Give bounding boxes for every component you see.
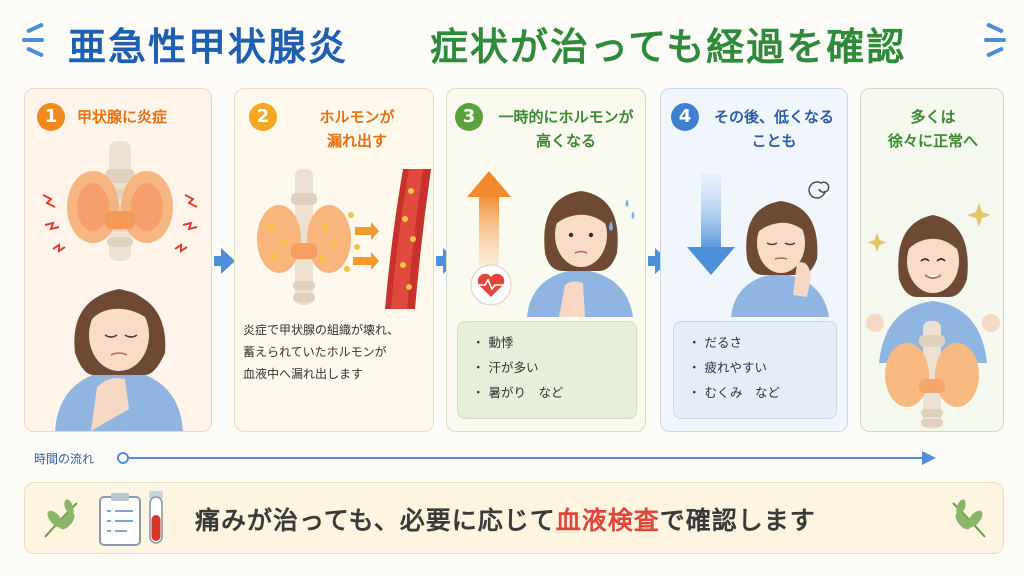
step-title-line: その後、低くなる [713,108,834,126]
banner-text-after: で確認します [659,506,816,535]
hormone-high-illustration [467,171,635,317]
flow-arrow-icon [221,248,235,274]
dizzy-swirl-icon [808,181,830,199]
banner-text-before: 痛みが治っても、必要に応じて [195,506,556,535]
timeline-arrow-icon [922,451,936,465]
decor-dash-icon [985,22,1005,34]
page-title-message: 症状が治っても経過を確認 [430,25,907,69]
step-number-badge: 3 [455,103,483,131]
decor-dash-icon [25,46,45,58]
leaf-icon [952,499,986,538]
step-description: 炎症で甲状腺の組織が壊れ、 蓄えられていたホルモンが 血液中へ漏れ出します [243,319,427,385]
flow-arrow-shaft [214,256,222,266]
step-title-line: 多くは [910,108,956,126]
thyroid-normal-icon [885,321,979,429]
thyroid-inflamed-icon [42,141,198,431]
symptom-list: ・ だるさ ・ 疲れやすい ・ むくみ など [673,321,837,419]
woman-throat-pain-icon [55,289,183,431]
step-panel-1: 1 甲状腺に炎症 [24,88,212,432]
decor-dash-icon [985,46,1005,58]
banner-message: 痛みが治っても、必要に応じて血液検査で確認します [195,501,816,537]
step-title: ホルモンが 漏れ出す [295,105,419,153]
hormone-low-illustration [687,173,830,317]
hormone-flow-arrow-icon [353,222,379,270]
symptom-item: ・ だるさ [688,335,742,350]
step-number-badge: 4 [671,103,699,131]
step-title: 多くは 徐々に正常へ [861,105,1003,153]
timeline-line [129,457,923,459]
step-title-line: 高くなる [535,132,596,150]
symptom-item: ・ 動悸 [472,335,514,350]
step-title-line: 一時的にホルモンが [498,108,634,126]
step-title-line: ホルモンが [319,108,395,126]
flow-arrow-shaft [648,256,656,266]
symptom-item: ・ 疲れやすい [688,360,767,375]
decor-dash-icon [984,38,1006,42]
pain-spark-icon [42,194,198,253]
recovery-illustration [866,203,1000,429]
step-title-line: ことも [751,132,797,150]
step-panel-4: 4 その後、低くなる ことも ・ だるさ [660,88,848,432]
step-number-badge: 2 [249,103,277,131]
symptom-list: ・ 動悸 ・ 汗が多い ・ 暑がり など [457,321,637,419]
blood-test-tube-icon [149,491,163,544]
woman-tired-icon [731,201,829,317]
down-arrow-icon [687,173,735,275]
header: 亜急性甲状腺炎 症状が治っても経過を確認 [0,12,1024,72]
symptom-item: ・ 汗が多い [472,360,539,375]
description-line: 血液中へ漏れ出します [243,367,364,381]
sparkle-icon [867,203,991,252]
timeline-start-icon [117,452,129,464]
heart-pulse-icon [470,264,512,306]
description-line: 蓄えられていたホルモンが [243,345,387,359]
description-line: 炎症で甲状腺の組織が壊れ、 [243,323,400,337]
up-arrow-icon [467,171,511,277]
step-title: 甲状腺に炎症 [77,108,168,126]
step-panel-3: 3 一時的にホルモンが 高くなる [446,88,646,432]
clipboard-icon [99,493,141,546]
step-number-badge: 1 [37,103,65,131]
bottom-banner: 痛みが治っても、必要に応じて血液検査で確認します [24,482,1004,554]
flow-arrow-shaft [436,256,444,266]
step-panel-5: 多くは 徐々に正常へ [860,88,1004,432]
symptom-item: ・ 暑がり など [472,385,564,400]
decor-dash-icon [22,38,44,42]
timeline-label: 時間の流れ [34,452,95,466]
leaf-icon [44,499,78,538]
banner-highlight: 血液検査 [555,506,660,535]
woman-sweating-icon [527,191,635,317]
page-title-disease: 亜急性甲状腺炎 [68,25,349,69]
thyroid-icon [257,169,431,309]
step-title: 一時的にホルモンが 高くなる [489,105,643,153]
step-title-line: 徐々に正常へ [887,132,978,150]
step-panel-2: 2 ホルモンが 漏れ出す 炎症で甲状腺の組織が壊れ、 [234,88,434,432]
blood-vessel-icon [385,169,431,309]
step-title-line: 漏れ出す [326,132,387,150]
symptom-item: ・ むくみ など [688,385,780,400]
decor-dash-icon [25,22,45,34]
step-title: その後、低くなる ことも [705,105,843,153]
